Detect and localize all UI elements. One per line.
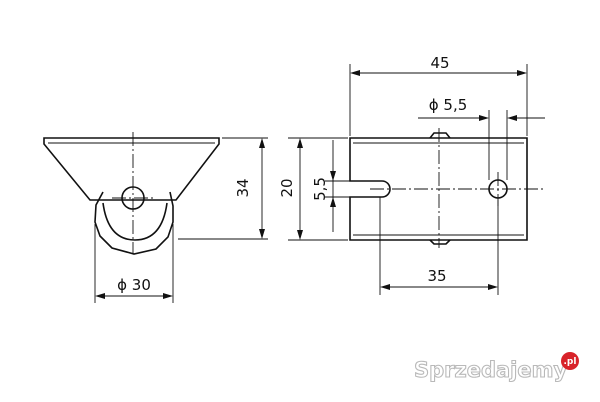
plate-outline bbox=[349, 137, 528, 241]
wheel-hint-bottom bbox=[429, 239, 451, 245]
watermark-tld: .pl bbox=[564, 357, 577, 367]
dim-34-label: 34 bbox=[234, 178, 252, 197]
watermark-dot bbox=[561, 352, 579, 370]
dim-20-label: 20 bbox=[278, 178, 296, 197]
dim-slot-label: 5,5 bbox=[311, 177, 329, 201]
bracket-outline bbox=[43, 137, 220, 201]
dim-45-label: 45 bbox=[430, 54, 449, 72]
watermark-logo: Sprzedajemy .pl bbox=[413, 352, 579, 383]
wheel-hub-arc bbox=[102, 202, 168, 241]
wheel-outline bbox=[94, 191, 174, 255]
dim-phi30-label: ϕ 30 bbox=[117, 276, 151, 294]
wheel-hint-top bbox=[429, 132, 451, 139]
caster-side-view: 34 ϕ 30 bbox=[43, 132, 268, 303]
dim-35-label: 35 bbox=[427, 267, 446, 285]
watermark-text: Sprzedajemy bbox=[414, 358, 568, 382]
dim-phi55-label: ϕ 5,5 bbox=[429, 96, 468, 114]
plate-top-view: 45 ϕ 5,5 20 5,5 35 bbox=[278, 54, 545, 295]
